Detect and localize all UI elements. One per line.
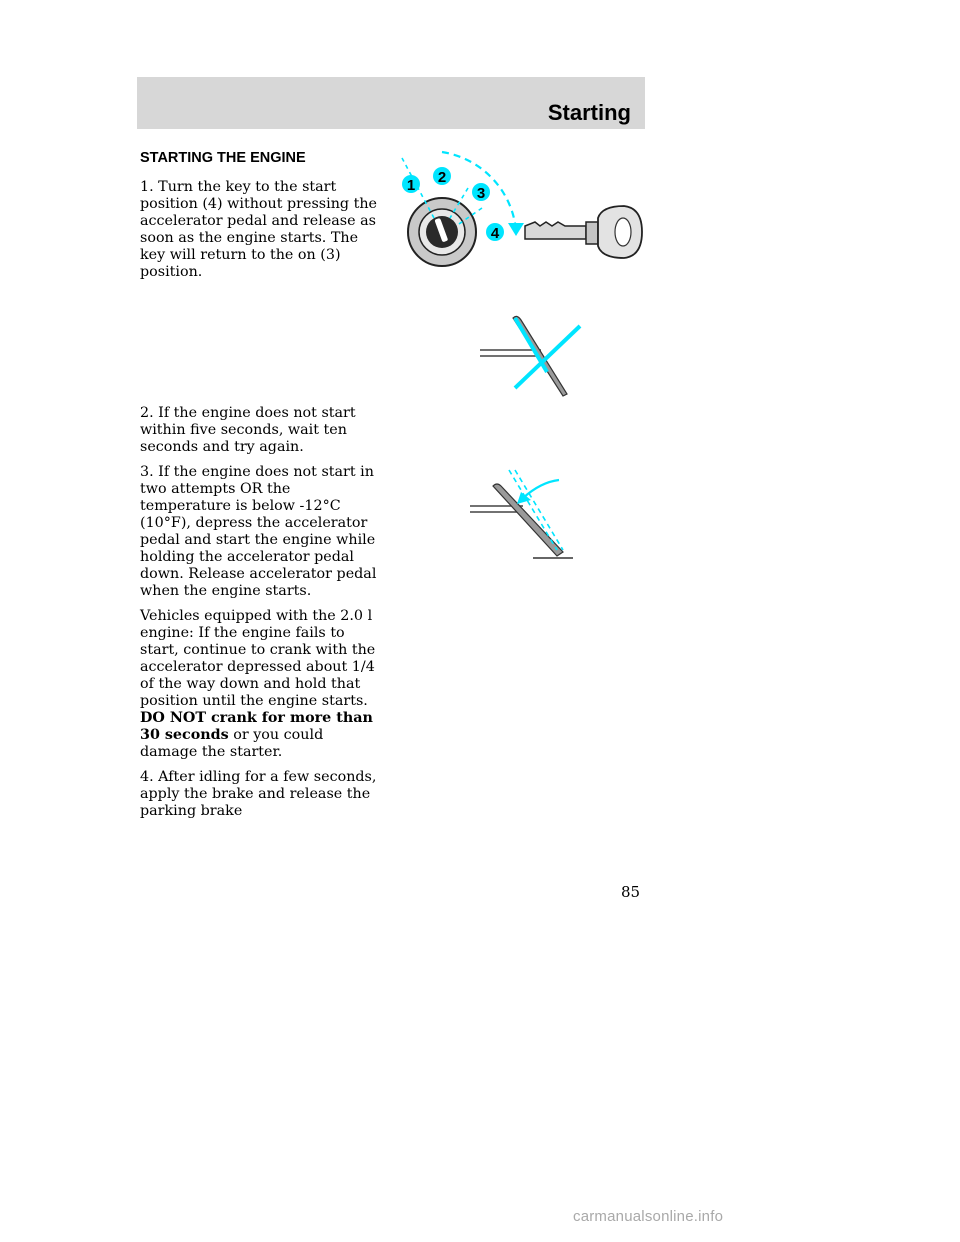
pedal-not-pressed-illustration: [480, 315, 582, 397]
engine-note-end: or you could damage the starter.: [140, 727, 324, 760]
position-label-1: 1: [407, 177, 415, 194]
arrow-head-icon: [508, 223, 524, 236]
step-1-block: 1. Turn the key to the start position (4…: [140, 179, 380, 289]
step-4-text: 4. After idling for a few seconds, apply…: [140, 769, 377, 819]
ignition-switch-illustration: 1 2 3 4: [401, 150, 643, 267]
cross-stroke-2: [513, 324, 582, 390]
crank-warning: DO NOT crank for more than 30 seconds: [140, 710, 373, 743]
engine-note: Vehicles equipped with the 2.0 l engine:…: [140, 608, 380, 761]
accelerator-pedal: [492, 483, 564, 557]
pedal-depressed-illustration: [470, 469, 573, 559]
position-label-3: 3: [477, 185, 485, 202]
section-heading: STARTING THE ENGINE: [140, 150, 306, 166]
step-3-text: 3. If the engine does not start in two a…: [140, 464, 377, 599]
header-band: Starting: [137, 77, 645, 129]
step-2-text: 2. If the engine does not start within f…: [140, 405, 356, 455]
key-slot: [434, 218, 448, 242]
key-icon: [524, 205, 643, 259]
step-1-text: 1. Turn the key to the start position (4…: [140, 179, 378, 280]
page-title: Starting: [547, 100, 631, 125]
position-label-2: 2: [438, 169, 446, 186]
watermark: carmanualsonline.info: [573, 1208, 724, 1225]
steps-block: 2. If the engine does not start within f…: [140, 405, 380, 828]
engine-note-intro: Vehicles equipped with the 2.0 l engine:…: [140, 608, 376, 709]
arrow-head-icon: [517, 492, 531, 504]
rotation-arc: [441, 150, 518, 231]
position-label-4: 4: [491, 225, 500, 242]
page-number: 85: [621, 883, 641, 901]
